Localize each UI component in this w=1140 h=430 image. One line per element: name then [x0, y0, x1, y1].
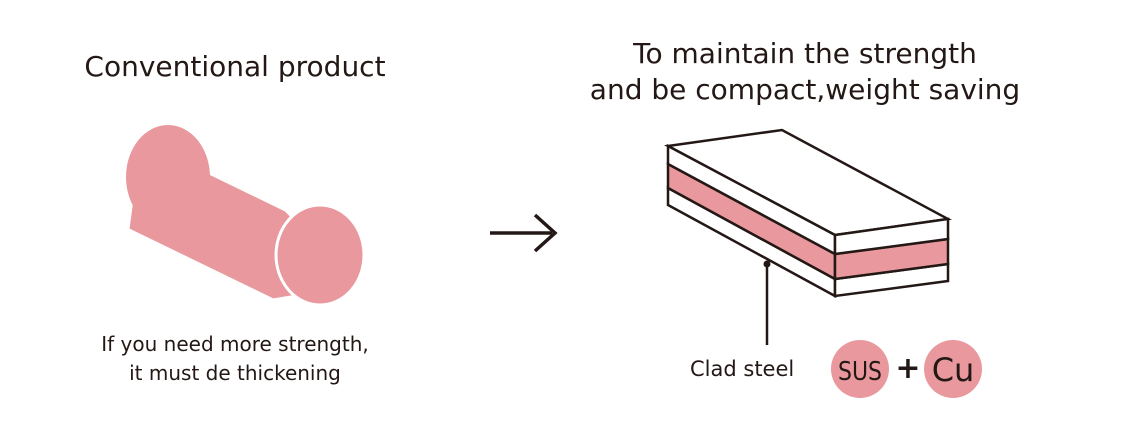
benefit-title-line-1: To maintain the strength [633, 37, 977, 70]
cylinder-end-face [274, 203, 366, 307]
clad-steel-label: Clad steel [690, 357, 795, 381]
plus-sign: + [895, 351, 920, 386]
clad-steel-leader [763, 260, 771, 345]
arrow-icon [490, 213, 558, 253]
clad-steel-block [664, 128, 952, 299]
caption-line-2: it must de thickening [129, 361, 341, 385]
cylinder-left-cap [126, 125, 210, 229]
sus-badge-label: SUS [838, 357, 882, 387]
conventional-product-title: Conventional product [84, 50, 386, 83]
clad-steel-benefit-title: To maintain the strength and be compact,… [560, 36, 1050, 108]
conventional-product-caption: If you need more strength, it must de th… [40, 330, 430, 388]
sus-badge: SUS [831, 340, 889, 398]
top-layer-front [833, 217, 950, 256]
caption-line-1: If you need more strength, [101, 332, 369, 356]
cu-badge-label: Cu [932, 351, 975, 389]
cylinder-illustration [126, 125, 366, 307]
benefit-title-line-2: and be compact,weight saving [589, 73, 1021, 106]
cu-badge: Cu [924, 340, 982, 398]
